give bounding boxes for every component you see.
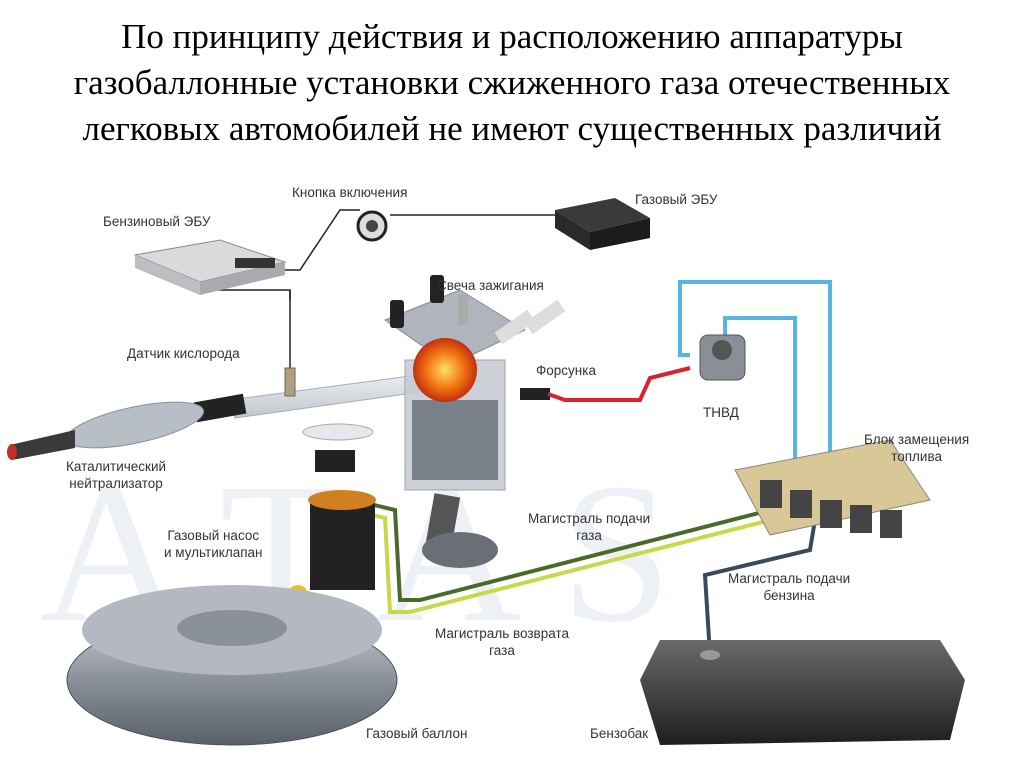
gas-supply-line <box>344 496 791 602</box>
engine-cylinder <box>383 275 566 568</box>
label-line: газа <box>489 643 515 658</box>
hp-line-blue-1 <box>678 280 832 460</box>
slide-title: По принципу действия и расположению аппа… <box>0 14 1024 152</box>
label-fuel-replacement-unit: Блок замещения топлива <box>864 431 969 465</box>
label-petrol-ecu: Бензиновый ЭБУ <box>103 214 211 229</box>
title-line-2: газобаллонные установки сжиженного газа … <box>73 63 951 102</box>
injector-fuel-line <box>547 366 691 402</box>
label-line: топлива <box>891 449 942 464</box>
gas-ecu <box>555 198 650 250</box>
start-button-icon <box>356 210 388 242</box>
label-line: Газовый насос <box>167 528 260 543</box>
hp-line-blue-2 <box>723 316 797 460</box>
label-gas-return-line: Магистраль возврата газа <box>435 625 569 659</box>
label-line: нейтрализатор <box>69 476 163 491</box>
label-gas-supply-line: Магистраль подачи газа <box>528 510 650 544</box>
label-gas-pump: Газовый насос и мультиклапан <box>164 527 262 561</box>
label-line: Блок замещения <box>864 432 970 447</box>
oxygen-sensor-icon <box>284 367 296 397</box>
label-line: Магистраль возврата <box>435 626 569 641</box>
petrol-ecu <box>133 239 287 295</box>
label-spark-plug: Свеча зажигания <box>437 278 544 293</box>
high-pressure-pump <box>699 334 746 381</box>
label-line: газа <box>576 528 602 543</box>
label-hp-pump: ТНВД <box>703 405 739 420</box>
label-catalyst: Каталитический нейтрализатор <box>66 458 166 492</box>
label-line: бензина <box>763 588 815 603</box>
label-gas-ecu: Газовый ЭБУ <box>635 192 718 207</box>
title-line-3: легковых автомобилей не имеют существенн… <box>82 109 942 148</box>
label-oxygen-sensor: Датчик кислорода <box>127 346 240 361</box>
label-gas-cylinder: Газовый баллон <box>366 726 468 741</box>
label-petrol-tank: Бензобак <box>590 726 649 741</box>
label-line: Каталитический <box>66 459 167 474</box>
gas-cylinder <box>66 585 398 746</box>
label-petrol-supply-line: Магистраль подачи бензина <box>728 570 850 604</box>
petrol-supply-line <box>702 519 817 656</box>
label-line: Магистраль подачи <box>528 511 651 526</box>
title-line-1: По принципу действия и расположению аппа… <box>121 17 903 56</box>
petrol-tank <box>640 640 965 745</box>
label-start-button: Кнопка включения <box>292 185 408 200</box>
label-injector: Форсунка <box>536 363 596 378</box>
gas-pump-multivalve <box>288 423 376 605</box>
fuel-replacement-unit <box>734 439 931 538</box>
label-line: и мультиклапан <box>164 545 263 560</box>
label-line: Магистраль подачи <box>728 571 851 586</box>
